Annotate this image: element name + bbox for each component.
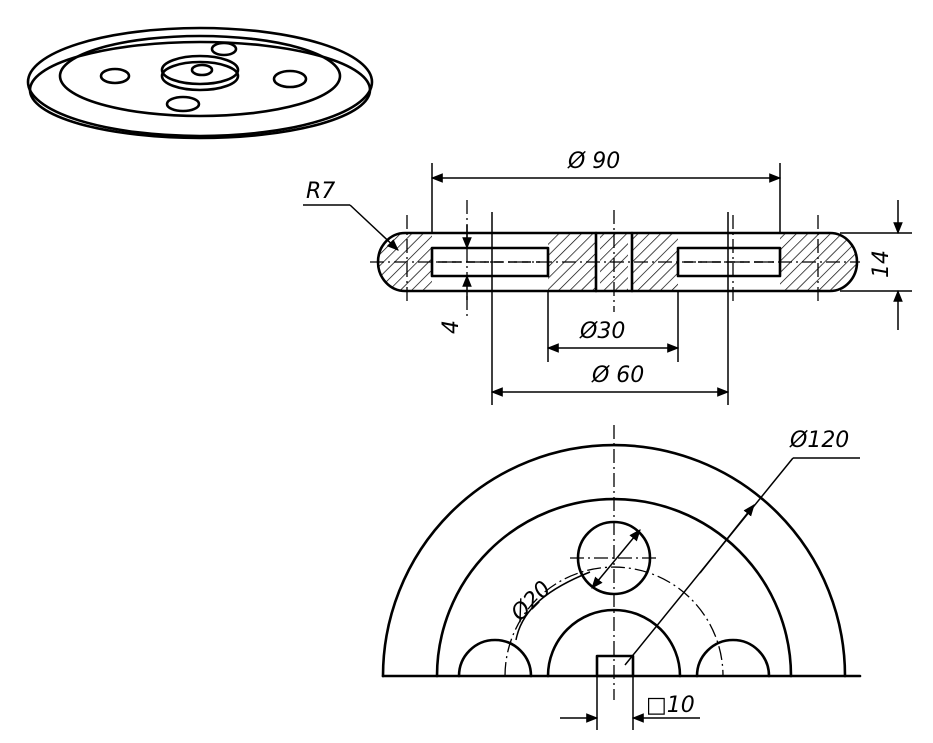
iso-hole-2 — [272, 69, 308, 89]
dim-14-label: 14 — [869, 250, 894, 278]
plan-hole-left — [457, 638, 533, 678]
plan-view: Ø120 Ø20 □10 — [381, 425, 862, 730]
dim-30-label: Ø30 — [579, 319, 625, 344]
dim-120-arrow — [699, 504, 755, 574]
plan-hole-right — [695, 638, 771, 678]
isometric-view — [26, 26, 374, 140]
plan-square-hole — [595, 654, 635, 678]
r7-label: R7 — [306, 179, 335, 204]
iso-hub — [160, 60, 240, 92]
dim-4-label: 4 — [439, 320, 464, 334]
section-view: Ø 90 R7 14 4 Ø30 Ø 60 — [303, 149, 912, 405]
dim-20-line — [591, 529, 641, 589]
iso-hole-4 — [165, 95, 201, 113]
iso-rim-lower — [28, 40, 372, 140]
iso-hole-1 — [99, 67, 131, 85]
iso-hub-hole — [190, 63, 214, 77]
plan-hub-arc — [546, 608, 682, 678]
iso-outer-rim — [26, 26, 374, 138]
iso-hole-3 — [210, 41, 238, 57]
dim-10-label: □10 — [646, 693, 695, 718]
iso-inner-rim — [58, 34, 342, 118]
section-hatch-right-rim — [780, 233, 857, 291]
dim-60-label: Ø 60 — [591, 363, 644, 388]
dim-120-label: Ø120 — [789, 428, 849, 453]
dim-20-leader-arc — [515, 571, 591, 641]
r7-leader — [349, 204, 399, 251]
dim-90-label: Ø 90 — [567, 149, 620, 174]
iso-hub-top — [160, 54, 240, 86]
dim-20-label: Ø20 — [506, 577, 556, 627]
